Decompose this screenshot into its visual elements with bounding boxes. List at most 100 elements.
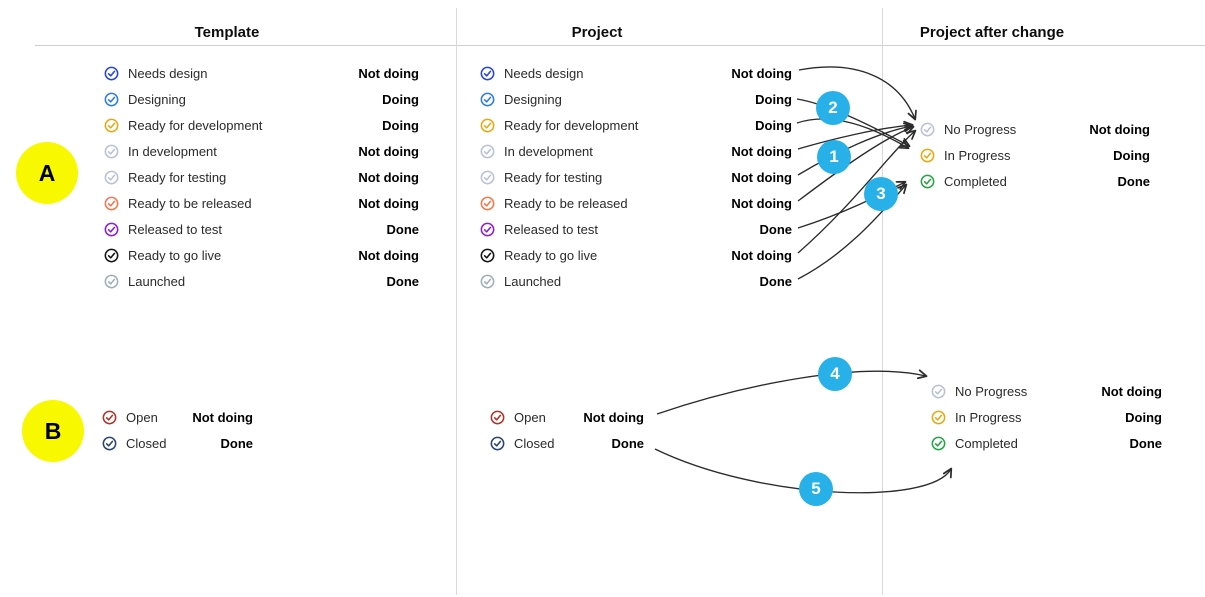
arrow-open-to-no-progress — [656, 369, 928, 415]
column-header-project: Project — [571, 24, 623, 41]
status-name: Ready for development — [128, 117, 263, 133]
status-row: Ready to go live Not doing — [480, 242, 792, 268]
template-status-list-b: Open Not doing Closed Done — [102, 404, 253, 456]
status-name: No Progress — [955, 383, 1028, 399]
status-check-icon — [480, 144, 495, 159]
status-name: In development — [504, 143, 593, 159]
status-check-icon — [931, 384, 946, 399]
status-category: Not doing — [731, 143, 792, 159]
column-divider-1 — [456, 8, 457, 595]
status-row: In Progress Doing — [920, 142, 1150, 168]
status-category: Not doing — [192, 409, 253, 425]
status-row: Launched Done — [480, 268, 792, 294]
status-category: Done — [1117, 173, 1151, 189]
status-row: In Progress Doing — [931, 404, 1162, 430]
status-row: No Progress Not doing — [931, 378, 1162, 404]
arrow-ready-for-development-to-in-progress — [796, 118, 910, 150]
status-name: Ready to go live — [128, 247, 222, 263]
status-category: Not doing — [731, 247, 792, 263]
status-check-icon — [104, 170, 119, 185]
status-category: Doing — [382, 91, 419, 107]
status-name: Launched — [504, 273, 562, 289]
column-header-project-after-change: Project after change — [919, 24, 1065, 41]
status-row: Open Not doing — [102, 404, 253, 430]
section-a-marker: A — [16, 142, 78, 204]
status-check-icon — [104, 92, 119, 107]
status-name: Launched — [128, 273, 186, 289]
status-name: Released to test — [504, 221, 598, 237]
status-name: Needs design — [128, 65, 208, 81]
template-status-list: Needs design Not doing Designing Doing — [104, 60, 419, 294]
status-row: In development Not doing — [480, 138, 792, 164]
status-category: Doing — [1113, 147, 1150, 163]
status-name: In development — [128, 143, 217, 159]
status-row: Ready for testing Not doing — [480, 164, 792, 190]
status-check-icon — [931, 436, 946, 451]
status-check-icon — [480, 222, 495, 237]
status-name: Open — [514, 409, 546, 425]
status-name: Designing — [504, 91, 562, 107]
status-category: Not doing — [1089, 121, 1150, 137]
status-row: Ready for development Doing — [104, 112, 419, 138]
status-name: Closed — [126, 435, 167, 451]
status-name: Completed — [944, 173, 1007, 189]
status-row: Closed Done — [490, 430, 644, 456]
status-check-icon — [480, 92, 495, 107]
badge-2: 2 — [816, 91, 850, 125]
status-row: Completed Done — [920, 168, 1150, 194]
status-category: Not doing — [583, 409, 644, 425]
status-category: Not doing — [358, 65, 419, 81]
badge-3: 3 — [864, 177, 898, 211]
status-check-icon — [480, 248, 495, 263]
status-check-icon — [920, 174, 935, 189]
status-category: Done — [759, 273, 793, 289]
status-row: Ready for development Doing — [480, 112, 792, 138]
status-name: Ready for testing — [128, 169, 227, 185]
status-category: Done — [611, 435, 645, 451]
status-check-icon — [104, 222, 119, 237]
column-divider-2 — [882, 8, 883, 595]
status-category: Doing — [382, 117, 419, 133]
status-row: No Progress Not doing — [920, 116, 1150, 142]
status-category: Not doing — [358, 247, 419, 263]
status-category: Done — [386, 273, 420, 289]
status-category: Done — [386, 221, 420, 237]
arrow-ready-for-testing-to-no-progress — [797, 122, 914, 176]
arrow-designing-to-in-progress — [796, 98, 911, 148]
status-name: Needs design — [504, 65, 584, 81]
project-after-change-status-list: No Progress Not doing In Progress Doing — [920, 116, 1150, 194]
status-category: Not doing — [358, 143, 419, 159]
status-name: In Progress — [944, 147, 1011, 163]
status-row: Designing Doing — [480, 86, 792, 112]
project-status-list-b: Open Not doing Closed Done — [490, 404, 644, 456]
status-name: Ready for development — [504, 117, 639, 133]
status-name: Closed — [514, 435, 555, 451]
status-check-icon — [480, 274, 495, 289]
status-category: Not doing — [1101, 383, 1162, 399]
status-row: In development Not doing — [104, 138, 419, 164]
status-category: Done — [220, 435, 254, 451]
status-row: Open Not doing — [490, 404, 644, 430]
status-check-icon — [480, 170, 495, 185]
status-category: Done — [759, 221, 793, 237]
status-row: Completed Done — [931, 430, 1162, 456]
status-category: Done — [1129, 435, 1163, 451]
status-category: Not doing — [731, 195, 792, 211]
section-b-marker: B — [22, 400, 84, 462]
status-name: Released to test — [128, 221, 222, 237]
status-name: In Progress — [955, 409, 1022, 425]
column-header-template: Template — [194, 24, 260, 41]
status-name: No Progress — [944, 121, 1017, 137]
status-row: Launched Done — [104, 268, 419, 294]
status-check-icon — [480, 118, 495, 133]
status-name: Ready for testing — [504, 169, 603, 185]
status-category: Not doing — [358, 169, 419, 185]
status-row: Closed Done — [102, 430, 253, 456]
badge-5: 5 — [799, 472, 833, 506]
status-category: Not doing — [731, 169, 792, 185]
status-row: Ready for testing Not doing — [104, 164, 419, 190]
status-name: Open — [126, 409, 158, 425]
status-row: Ready to be released Not doing — [480, 190, 792, 216]
header-underline — [35, 45, 1205, 46]
